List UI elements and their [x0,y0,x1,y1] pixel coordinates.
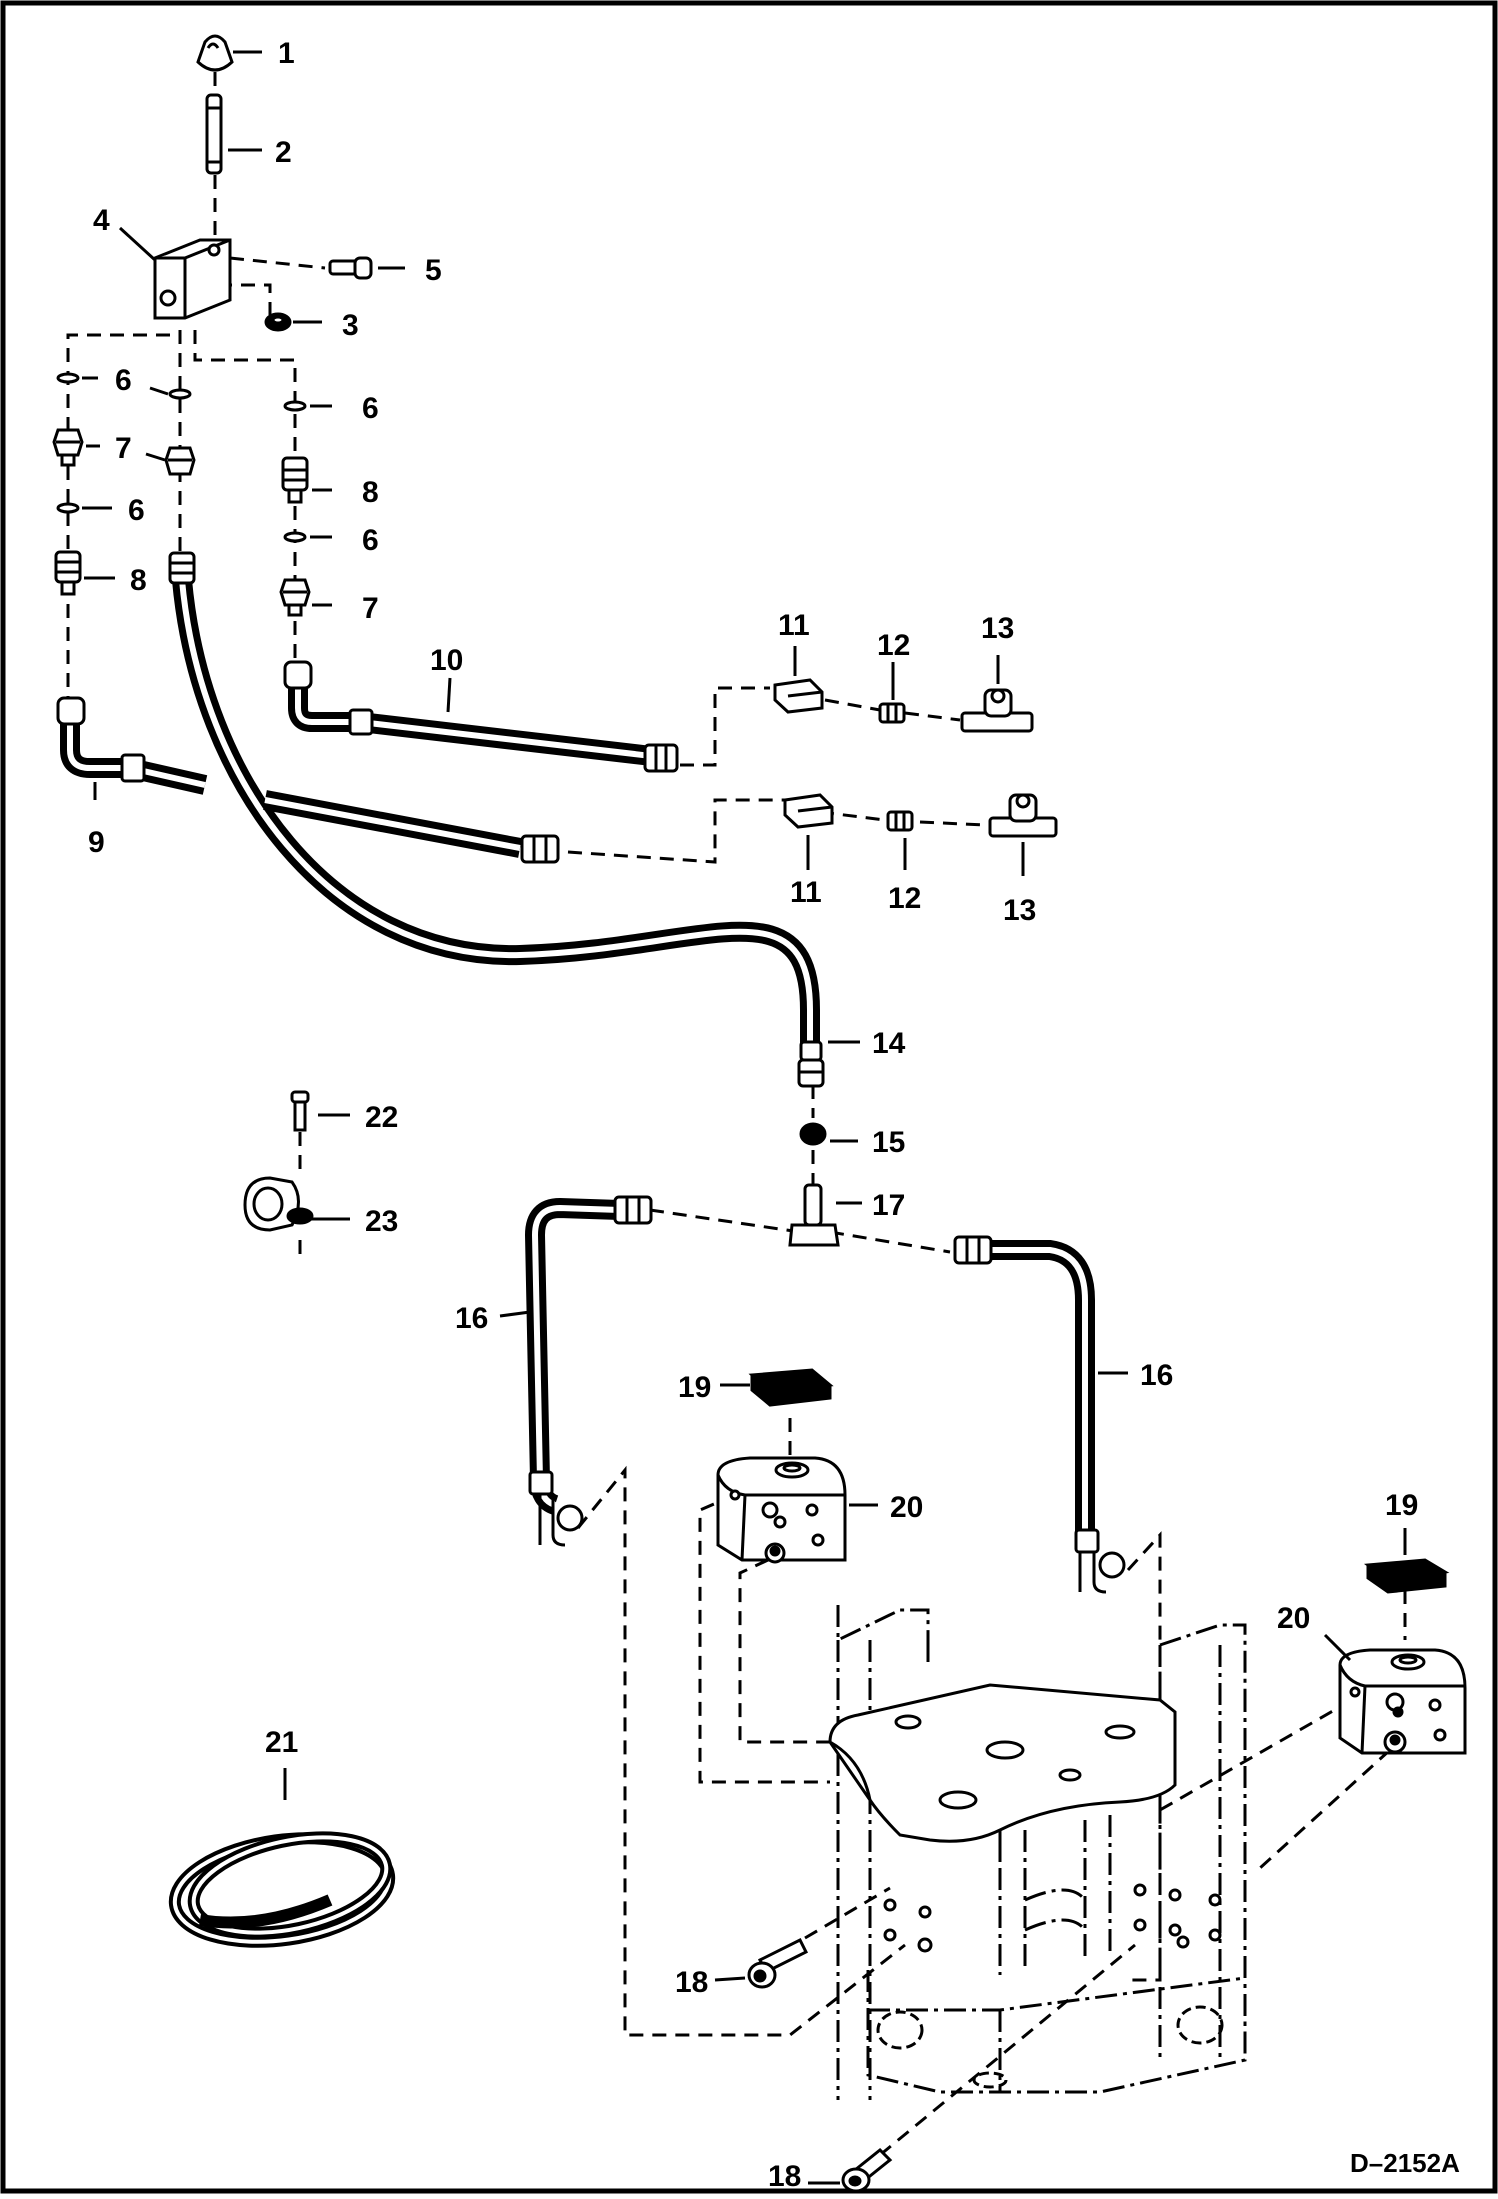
part-hose-14 [172,579,820,1045]
part-pin [205,93,223,175]
part-hose-16-right-ends [953,1235,1126,1594]
drawing-code: D–2152A [1350,2148,1460,2178]
part-o-rings [56,372,307,543]
part-valve-block [153,238,232,320]
callout-7a: 7 [115,432,132,465]
callout-3: 3 [342,309,359,342]
part-fittings-top-row [773,678,1034,733]
callout-22: 22 [365,1101,398,1134]
callout-11a: 11 [778,609,810,642]
callout-7b: 7 [362,592,379,625]
part-hose-10-ends [283,660,679,773]
part-bolt-18-upper [747,1937,809,1989]
part-hose-9-ends [56,696,560,864]
part-tee-17 [788,1183,840,1247]
callout-13a: 13 [981,612,1014,645]
callout-21: 21 [265,1726,298,1759]
part-nut-3 [264,312,292,332]
callout-6b: 6 [362,392,379,425]
callout-6d: 6 [362,524,379,557]
callout-16a: 16 [455,1302,488,1335]
part-hose-14-ends [168,551,825,1088]
part-screw-22 [290,1090,310,1132]
callout-18a: 18 [675,1966,708,1999]
part-knob [196,34,234,72]
callout-9: 9 [88,826,105,859]
assembly-lines [66,72,1407,2157]
callout-20a: 20 [890,1491,923,1524]
part-pad-19-right [1363,1558,1450,1594]
part-hose-10 [288,680,662,767]
callout-11b: 11 [790,876,822,909]
callout-19a: 19 [678,1371,711,1404]
callout-12b: 12 [888,882,921,915]
part-pad-19-left [748,1368,834,1407]
callout-13b: 13 [1003,894,1036,927]
leader-lines [82,50,1407,2185]
callout-labels: 1 2 3 4 5 6 6 6 6 7 7 8 8 9 10 11 11 12 … [88,37,1460,2193]
callout-14: 14 [872,1027,906,1060]
part-hose-16-left-ends [528,1195,653,1547]
callout-1: 1 [278,37,295,70]
callout-16b: 16 [1140,1359,1173,1392]
callout-10: 10 [430,644,463,677]
part-block-20-right [1338,1648,1467,1755]
callout-8b: 8 [362,476,379,509]
callout-23: 23 [365,1205,398,1238]
part-bolt-5 [328,256,373,280]
callout-8a: 8 [130,564,147,597]
part-mount-frame [828,1605,1247,2100]
part-fittings-8 [54,456,309,596]
callout-6a: 6 [115,364,132,397]
callout-20b: 20 [1277,1602,1310,1635]
callout-12a: 12 [877,629,910,662]
part-clamp-23 [243,1176,314,1232]
part-hose-9 [60,712,522,858]
part-hose-coil-21 [168,1831,396,1948]
part-block-20-left [716,1456,847,1564]
part-fittings-7 [52,428,311,617]
callout-17: 17 [872,1189,905,1222]
part-nut-15 [799,1122,827,1146]
part-bolt-18-lower [841,2147,893,2193]
part-fittings-bottom-row [783,793,1058,838]
callout-19b: 19 [1385,1489,1418,1522]
callout-2: 2 [275,136,292,169]
callout-15: 15 [872,1126,905,1159]
callout-6c: 6 [128,494,145,527]
callout-18b: 18 [768,2160,801,2193]
callout-4: 4 [93,204,110,237]
callout-5: 5 [425,254,442,287]
part-hose-16-right [990,1240,1095,1535]
part-hose-16-left [524,1197,621,1515]
